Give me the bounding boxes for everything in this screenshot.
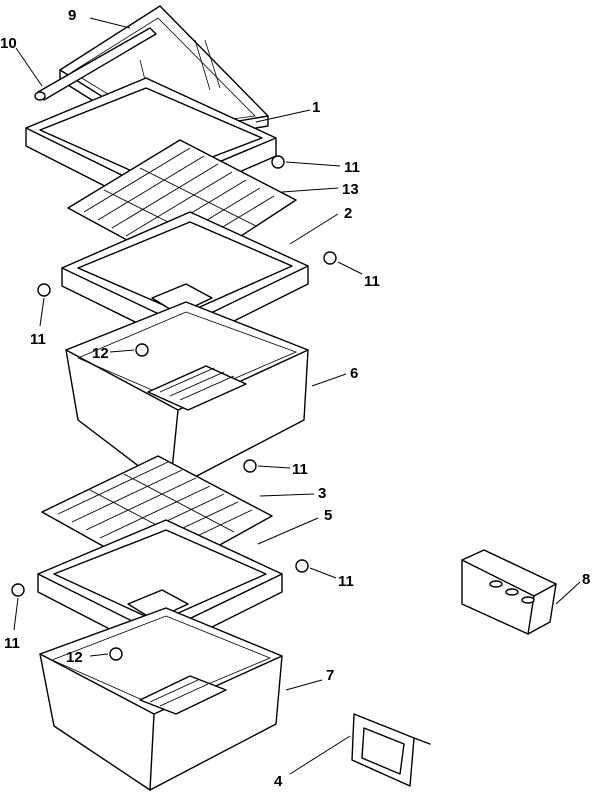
callout-11-f: 11 xyxy=(4,635,20,652)
callout-11-e: 11 xyxy=(338,573,354,590)
callout-12-a: 12 xyxy=(92,345,109,362)
callout-13: 13 xyxy=(342,181,359,198)
callout-11-a: 11 xyxy=(344,159,360,176)
callout-1: 1 xyxy=(312,99,320,116)
callout-12-b: 12 xyxy=(66,649,83,666)
bracket-part xyxy=(351,713,431,787)
door-bin-part xyxy=(461,549,557,635)
callout-10: 10 xyxy=(0,35,17,52)
clip-fasteners xyxy=(11,155,337,661)
upper-drawer-part xyxy=(65,301,309,491)
callout-5: 5 xyxy=(324,507,332,524)
callout-8: 8 xyxy=(582,571,590,588)
leader-lines xyxy=(13,17,581,775)
callout-11-b: 11 xyxy=(364,273,380,290)
lower-drawer-part xyxy=(39,607,283,791)
upper-frame-part xyxy=(61,211,309,347)
callout-3: 3 xyxy=(318,485,326,502)
callout-2: 2 xyxy=(344,205,352,222)
callout-7: 7 xyxy=(326,667,334,684)
callout-6: 6 xyxy=(350,365,358,382)
callout-9: 9 xyxy=(68,7,76,24)
callout-4: 4 xyxy=(274,773,283,790)
trim-strip-part xyxy=(34,27,157,101)
callout-11-d: 11 xyxy=(292,461,308,478)
callout-labels: 9 10 1 11 13 2 11 11 12 6 11 3 5 11 11 8… xyxy=(0,7,590,790)
callout-11-c: 11 xyxy=(30,331,46,348)
